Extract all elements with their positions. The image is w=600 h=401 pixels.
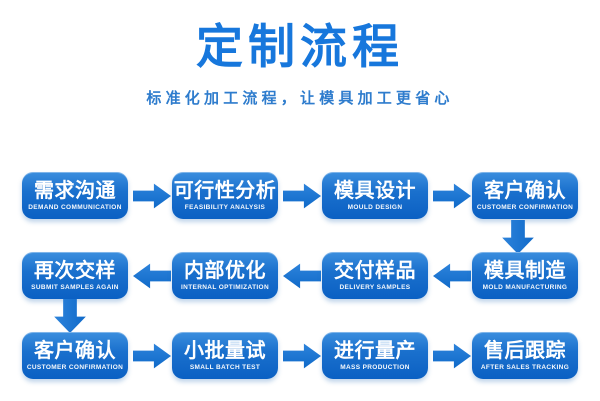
step-label-zh: 模具制造 [484, 260, 566, 282]
step-customer-confirmation-1: 客户确认 CUSTOMER CONFIRMATION [472, 172, 578, 219]
step-label-zh: 小批量试 [184, 340, 266, 362]
step-label-zh: 模具设计 [334, 180, 416, 202]
arrow-right-icon [283, 343, 321, 369]
step-label-zh: 可行性分析 [173, 180, 277, 202]
step-submit-samples-again: 再次交样 SUBMIT SAMPLES AGAIN [22, 252, 128, 299]
arrow-down-icon [54, 299, 86, 333]
step-delivery-samples: 交付样品 DELIVERY SAMPLES [322, 252, 428, 299]
step-feasibility-analysis: 可行性分析 FEASIBILITY ANALYSIS [172, 172, 278, 219]
step-label-zh: 客户确认 [34, 340, 116, 362]
arrow-down-icon [502, 220, 534, 254]
step-customer-confirmation-2: 客户确认 CUSTOMER CONFIRMATION [22, 332, 128, 379]
step-small-batch-test: 小批量试 SMALL BATCH TEST [172, 332, 278, 379]
step-label-en: CUSTOMER CONFIRMATION [476, 204, 574, 211]
arrow-left-icon [433, 263, 471, 289]
step-label-en: MOULD DESIGN [347, 204, 403, 211]
page-title: 定制流程 [196, 20, 404, 73]
step-label-zh: 客户确认 [484, 180, 566, 202]
step-label-en: AFTER SALES TRACKING [480, 364, 570, 371]
step-label-en: MOLD MANUFACTURING [482, 284, 568, 291]
step-label-zh: 再次交样 [34, 260, 116, 282]
arrow-right-icon [433, 343, 471, 369]
arrow-right-icon [133, 343, 171, 369]
step-label-en: DEMAND COMMUNICATION [28, 204, 122, 211]
step-label-en: INTERNAL OPTIMIZATION [181, 284, 269, 291]
step-label-en: CUSTOMER CONFIRMATION [26, 364, 124, 371]
step-label-zh: 售后跟踪 [484, 340, 566, 362]
step-mold-manufacturing: 模具制造 MOLD MANUFACTURING [472, 252, 578, 299]
arrow-right-icon [433, 183, 471, 209]
step-mould-design: 模具设计 MOULD DESIGN [322, 172, 428, 219]
step-demand-communication: 需求沟通 DEMAND COMMUNICATION [22, 172, 128, 219]
arrow-left-icon [133, 263, 171, 289]
step-label-zh: 内部优化 [184, 260, 266, 282]
step-label-zh: 进行量产 [334, 340, 416, 362]
step-label-en: SUBMIT SAMPLES AGAIN [31, 284, 119, 291]
arrow-left-icon [283, 263, 321, 289]
step-label-zh: 需求沟通 [34, 180, 116, 202]
step-label-en: DELIVERY SAMPLES [339, 284, 411, 291]
step-mass-production: 进行量产 MASS PRODUCTION [322, 332, 428, 379]
arrow-right-icon [133, 183, 171, 209]
step-label-zh: 交付样品 [334, 260, 416, 282]
step-label-en: SMALL BATCH TEST [189, 364, 261, 371]
step-after-sales-tracking: 售后跟踪 AFTER SALES TRACKING [472, 332, 578, 379]
page-subtitle: 标准化加工流程，让模具加工更省心 [146, 90, 454, 107]
step-label-en: MASS PRODUCTION [340, 364, 410, 371]
arrow-right-icon [283, 183, 321, 209]
step-label-en: FEASIBILITY ANALYSIS [184, 204, 266, 211]
step-internal-optimization: 内部优化 INTERNAL OPTIMIZATION [172, 252, 278, 299]
